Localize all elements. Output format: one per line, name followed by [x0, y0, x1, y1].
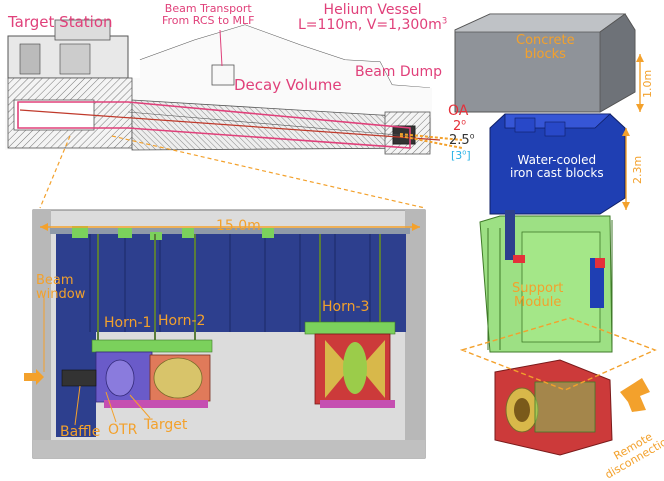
beam-dump-label: Beam Dump — [355, 64, 443, 80]
oa-25-label: 2.5o — [449, 131, 475, 148]
oa-2-value: 2 — [453, 119, 462, 134]
height-top-label: 1.0m — [641, 69, 654, 98]
water-line2: iron cast blocks — [510, 165, 604, 180]
height-mid-label: 2.3m — [631, 155, 644, 184]
horn3-label: Horn-3 — [322, 299, 370, 315]
helium-vessel-spec: L=110m, V=1,300m — [298, 16, 442, 33]
otr-label: OTR — [108, 422, 138, 438]
support-module-label: Support Module — [512, 282, 563, 309]
support-line1: Support — [512, 281, 564, 296]
helium-vessel-label: Helium Vessel L=110m, V=1,300m3 — [298, 3, 447, 32]
horn2-label: Horn-2 — [158, 313, 206, 329]
target-station-label: Target Station — [8, 13, 113, 31]
helium-vessel-line1: Helium Vessel — [323, 2, 422, 18]
water-line1: Water-cooled — [517, 153, 597, 167]
diagram: Target Station Beam Transport From RCS t… — [5, 2, 664, 481]
decay-volume-label: Decay Volume — [234, 76, 342, 94]
oa-3-label: [3o] — [451, 148, 471, 162]
beam-transport-line1: Beam Transport — [164, 2, 252, 15]
shield-exploded-view — [454, 13, 657, 456]
helium-vessel-line2: L=110m, V=1,300m3 — [298, 15, 448, 33]
horn1-label: Horn-1 — [104, 315, 152, 331]
oa-label: OA — [448, 103, 469, 119]
support-line2: Module — [514, 294, 562, 310]
concrete-line1: Concrete — [516, 33, 575, 48]
beam-transport-label: Beam Transport From RCS to MLF — [162, 3, 255, 26]
baffle-label: Baffle — [60, 424, 101, 440]
horn-inset — [24, 209, 426, 459]
length-label: 15.0m — [216, 218, 261, 234]
facility-cross-section — [5, 19, 463, 209]
oa-2-label: 2o — [453, 117, 467, 134]
oa-3-close: ] — [466, 149, 471, 162]
concrete-blocks-label: Concrete blocks — [516, 34, 575, 61]
beam-window-label: Beam window — [36, 274, 85, 301]
concrete-line2: blocks — [524, 46, 566, 62]
beam-window-line1: Beam — [36, 273, 74, 288]
oa-25-value: 2.5 — [449, 133, 470, 148]
oa-25-deg: o — [469, 131, 475, 141]
oa-3-value: [3 — [451, 149, 463, 162]
helium-vessel-sup: 3 — [441, 15, 448, 26]
target-label: Target — [144, 417, 188, 433]
water-cooled-label: Water-cooled iron cast blocks — [510, 154, 604, 179]
oa-2-deg: o — [461, 117, 467, 127]
oa-3-deg: o — [462, 148, 467, 157]
beam-transport-line2: From RCS to MLF — [162, 13, 255, 27]
beam-window-line2: window — [36, 286, 86, 302]
diagram-graphics — [5, 13, 657, 459]
